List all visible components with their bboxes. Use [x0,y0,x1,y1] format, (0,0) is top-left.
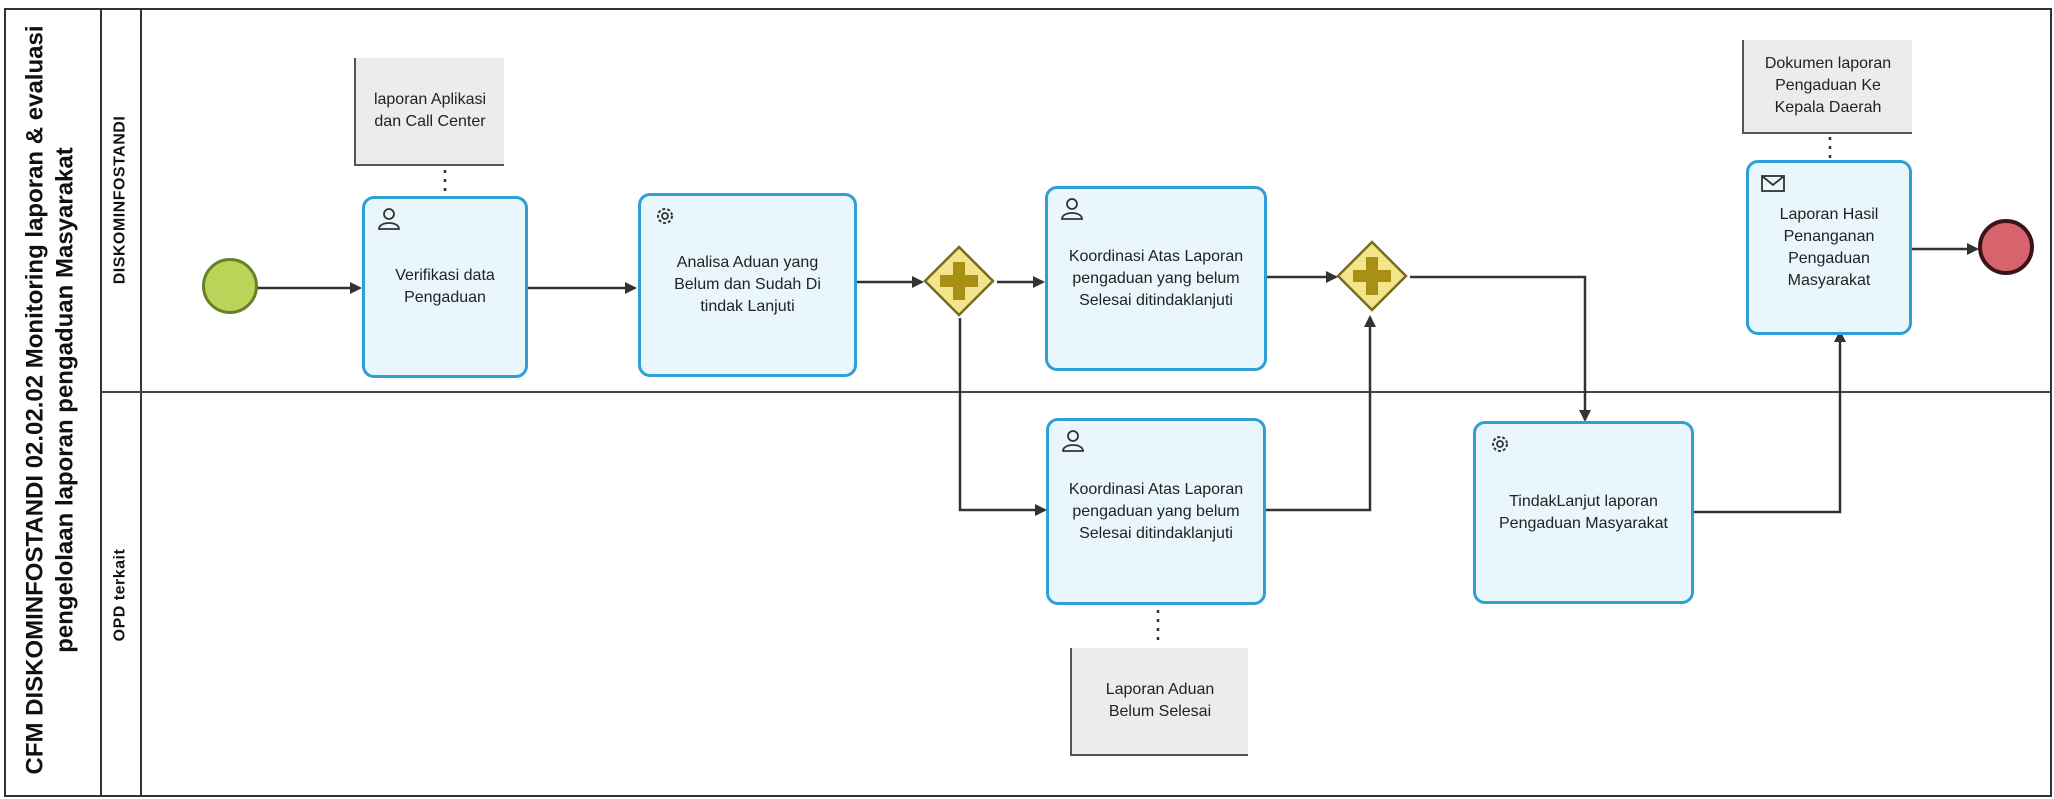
gear-icon [651,204,679,228]
flow-koordinasi-bottom-to-gateway2 [1264,315,1376,512]
pool-border [4,8,2052,797]
lane-divider [100,391,2052,393]
pool-title-divider [100,8,102,797]
task-koordinasi-top[interactable]: Koordinasi Atas Laporan pengaduan yang b… [1045,186,1267,371]
user-icon [1059,429,1087,453]
flow-gateway1-to-koordinasi-bottom [958,318,1047,516]
task-tindaklanjut-laporan[interactable]: TindakLanjut laporan Pengaduan Masyaraka… [1473,421,1694,604]
gear-icon [1486,432,1514,456]
artifact-dokumen-laporan: Dokumen laporan Pengaduan Ke Kepala Daer… [1742,40,1912,134]
lane-title-divider [140,8,142,797]
artifact-label: Laporan Aduan Belum Selesai [1105,681,1215,720]
artifact-laporan-aplikasi: laporan Aplikasi dan Call Center [354,58,504,166]
artifact-laporan-aduan-belum: Laporan Aduan Belum Selesai [1070,648,1248,756]
user-icon [1058,197,1086,221]
task-verifikasi-data-pengaduan[interactable]: Verifikasi data Pengaduan [362,196,528,378]
user-icon [375,207,403,231]
task-koordinasi-bottom[interactable]: Koordinasi Atas Laporan pengaduan yang b… [1046,418,1266,605]
parallel-gateway-join [1336,240,1408,312]
plus-icon [1353,257,1391,295]
flow-gateway2-to-tindaklanjut [1410,275,1591,422]
parallel-gateway-split [923,245,995,317]
artifact-label: laporan Aplikasi dan Call Center [373,91,487,130]
start-event [202,258,258,314]
task-label: Analisa Aduan yang Belum dan Sudah Di ti… [674,254,821,315]
envelope-icon [1759,171,1787,195]
artifact-label: Dokumen laporan Pengaduan Ke Kepala Daer… [1764,55,1892,116]
task-label: Koordinasi Atas Laporan pengaduan yang b… [1068,247,1244,309]
plus-icon [940,262,978,300]
task-label: TindakLanjut laporan Pengaduan Masyaraka… [1499,492,1668,532]
task-label: Laporan Hasil Penanganan Pengaduan Masya… [1779,205,1879,289]
flow-tindaklanjut-to-laporan-hasil [1690,330,1846,514]
task-label: Koordinasi Atas Laporan pengaduan yang b… [1068,480,1244,542]
task-label: Verifikasi data Pengaduan [395,267,495,306]
task-analisa-aduan[interactable]: Analisa Aduan yang Belum dan Sudah Di ti… [638,193,857,377]
task-laporan-hasil-penanganan[interactable]: Laporan Hasil Penanganan Pengaduan Masya… [1746,160,1912,335]
end-event [1978,219,2034,275]
